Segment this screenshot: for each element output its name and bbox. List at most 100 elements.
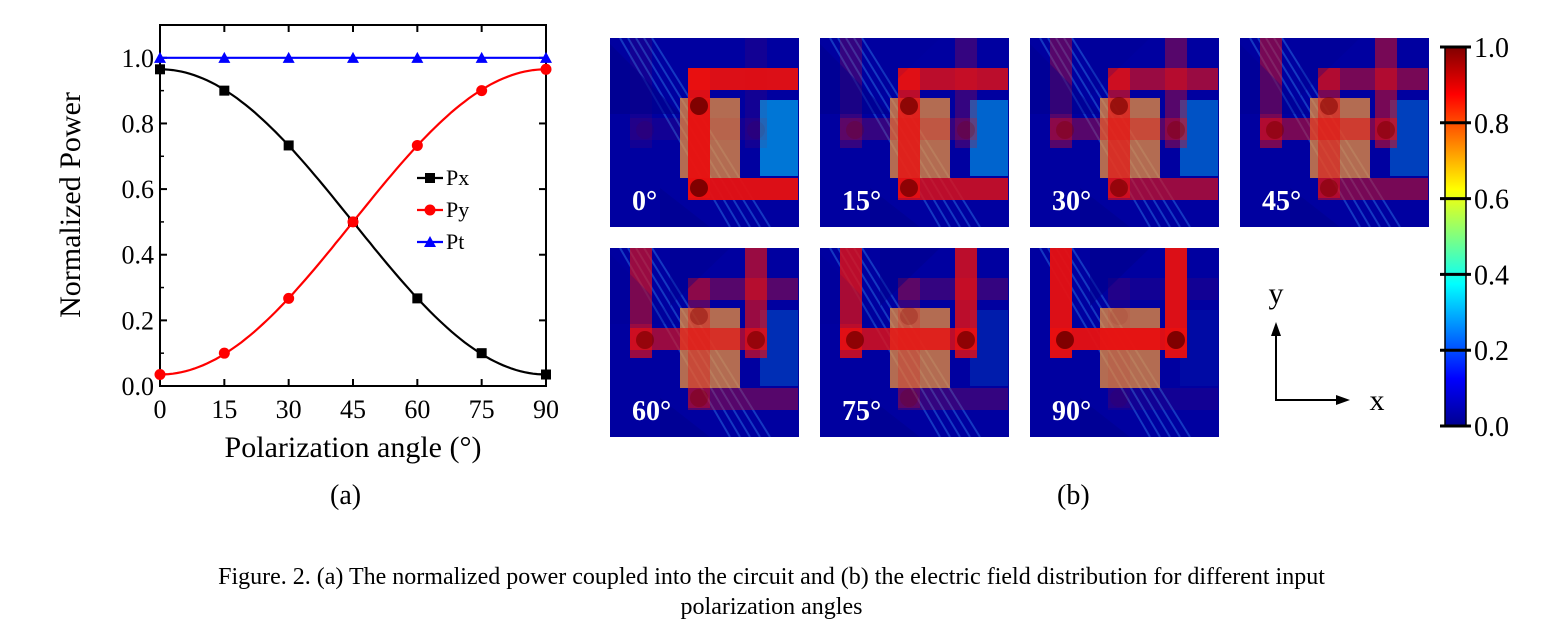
y-axis-label: Normalized Power: [54, 92, 87, 318]
panel-b-label: (b): [1057, 480, 1090, 511]
field-map-grid: 0° 15° 30° 45° 60° 75°90°: [610, 38, 1429, 437]
data-point-py: [283, 292, 295, 304]
data-point-pt: [540, 51, 552, 63]
caption-line-2: polarization angles: [680, 594, 863, 620]
field-corner: [820, 254, 890, 324]
field-hotspot: [747, 121, 765, 139]
field-arm-h-top: [1318, 68, 1428, 90]
field-corner: [820, 44, 890, 114]
field-hotspot: [690, 97, 708, 115]
field-hotspot: [690, 389, 708, 407]
field-corner: [870, 188, 920, 227]
field-map-75: 75°: [820, 248, 1009, 437]
field-arm-h-bottom: [898, 178, 1008, 200]
y-arrow-head: [1271, 322, 1281, 336]
field-hotspot: [957, 331, 975, 349]
x-tick-label: 45: [340, 395, 366, 424]
colorbar-gradient: [1444, 46, 1467, 427]
data-point-py: [476, 85, 488, 97]
field-corner: [1090, 248, 1150, 306]
data-point-px: [155, 64, 165, 75]
field-hotspot: [636, 121, 654, 139]
field-corner: [610, 44, 680, 114]
field-corner: [1080, 398, 1130, 437]
field-arm-v-bottom: [630, 328, 767, 350]
legend-label-px: Px: [446, 165, 469, 190]
field-angle-label: 30°: [1052, 186, 1091, 217]
series-pt: [154, 51, 552, 63]
field-arm-h-top: [688, 278, 798, 300]
y-tick-label: 1.0: [122, 44, 155, 73]
data-point-py: [411, 139, 423, 151]
x-tick-label: 75: [469, 395, 495, 424]
field-arm-h-top: [1108, 278, 1218, 300]
caption-line-1: Figure. 2. (a) The normalized power coup…: [218, 564, 1325, 590]
field-arm-v-bottom: [1260, 118, 1397, 140]
data-point-pt: [154, 51, 166, 63]
field-arm-h-inner: [1180, 100, 1218, 176]
plot-frame: [159, 24, 547, 387]
field-map-90: 90°: [1030, 248, 1219, 437]
colorbar-tick-label: 0.0: [1474, 412, 1509, 443]
data-point-pt: [411, 51, 424, 63]
colorbar: 0.00.20.40.60.81.0: [1440, 33, 1509, 443]
axes-indicator: y x: [1269, 277, 1385, 417]
field-arm-v-left: [1050, 38, 1072, 148]
field-hotspot: [1110, 389, 1128, 407]
field-corner: [610, 254, 680, 324]
field-arm-v-bottom: [1050, 118, 1187, 140]
field-arm-h-bottom: [898, 388, 1008, 410]
data-point-px: [541, 369, 551, 380]
legend-marker-py: [424, 204, 436, 216]
field-arm-v-right: [745, 38, 767, 148]
field-arm-h-bottom: [1108, 388, 1218, 410]
series-py: [154, 63, 552, 381]
data-point-pt: [282, 51, 295, 63]
field-angle-label: 60°: [632, 396, 671, 427]
colorbar-tick-label: 0.8: [1474, 109, 1509, 140]
field-arm-h-top: [898, 68, 1008, 90]
field-corner: [660, 398, 710, 437]
field-hotspot: [900, 307, 918, 325]
colorbar-tick-label: 0.4: [1474, 260, 1509, 291]
field-corner: [660, 188, 710, 227]
field-corner: [1290, 188, 1340, 227]
field-map-15: 15°: [820, 38, 1009, 227]
data-point-py: [347, 216, 359, 228]
field-angle-label: 0°: [632, 186, 657, 217]
field-arm-h-inner: [970, 100, 1008, 176]
data-point-px: [476, 348, 487, 359]
data-point-py: [154, 369, 166, 381]
x-arrow-head: [1336, 395, 1350, 405]
field-hotspot: [1110, 307, 1128, 325]
field-corner: [1030, 44, 1100, 114]
y-axis-indicator-label: y: [1269, 277, 1284, 310]
x-axis-label: Polarization angle (°): [225, 431, 482, 464]
field-map-45: 45°: [1240, 38, 1429, 227]
field-arm-h-top: [898, 278, 1008, 300]
legend-marker-pt: [424, 236, 436, 247]
field-hotspot: [690, 179, 708, 197]
field-hotspot: [1110, 97, 1128, 115]
series-layer: [154, 51, 552, 381]
field-corner: [880, 248, 940, 306]
y-tick-label: 0.2: [122, 306, 155, 335]
colorbar-tick-label: 0.2: [1474, 336, 1509, 367]
field-hotspot: [1377, 121, 1395, 139]
field-hotspot: [1110, 179, 1128, 197]
field-hotspot: [900, 179, 918, 197]
field-arm-h-inner: [760, 100, 798, 176]
field-corner: [1300, 38, 1360, 96]
field-arm-v-bottom: [840, 118, 977, 140]
field-hotspot: [1266, 121, 1284, 139]
field-angle-label: 15°: [842, 186, 881, 217]
field-hotspot: [636, 331, 654, 349]
field-hotspot: [957, 121, 975, 139]
y-tick-label: 0.4: [122, 241, 155, 270]
field-arm-h-bottom: [1318, 178, 1428, 200]
colorbar-tick-label: 0.6: [1474, 185, 1509, 216]
